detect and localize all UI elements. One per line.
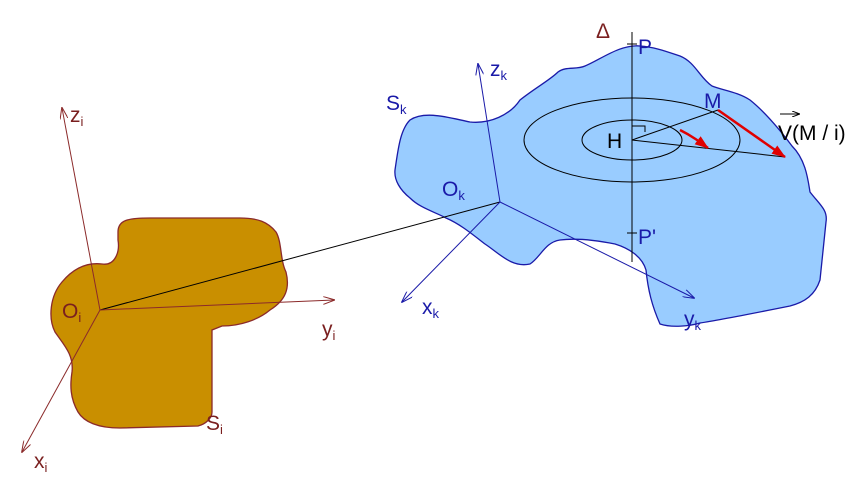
velocity-arrow xyxy=(717,108,786,159)
axis-xi xyxy=(22,309,101,452)
label-m: M xyxy=(704,90,722,113)
axis-yi xyxy=(99,300,334,311)
label-ok: Ok xyxy=(442,178,465,203)
label-sk: Sk xyxy=(386,92,407,117)
axis-zi xyxy=(62,108,101,311)
label-p-prime: P' xyxy=(638,226,656,249)
label-xk: xk xyxy=(422,296,440,321)
link-oi-ok xyxy=(99,201,501,311)
solid-k-shape xyxy=(394,45,827,327)
axis-xk xyxy=(402,201,501,302)
solid-i-shape xyxy=(50,217,289,429)
label-xi: xi xyxy=(34,450,48,475)
label-p: P xyxy=(638,36,652,59)
label-yk: yk xyxy=(684,308,702,333)
axis-yk xyxy=(499,201,694,298)
label-yi: yi xyxy=(322,318,336,343)
velocity-small-arrow xyxy=(679,128,709,150)
label-zi: zi xyxy=(70,104,84,129)
label-si: Si xyxy=(206,412,223,437)
right-angle-mark xyxy=(632,125,646,132)
label-zk: zk xyxy=(490,58,508,83)
label-velocity: V(M / i) xyxy=(778,122,846,145)
radius-to-m xyxy=(631,109,719,141)
label-oi: Oi xyxy=(62,300,81,325)
label-h: H xyxy=(607,130,622,153)
label-delta: Δ xyxy=(596,20,610,43)
axis-zk xyxy=(478,64,501,203)
